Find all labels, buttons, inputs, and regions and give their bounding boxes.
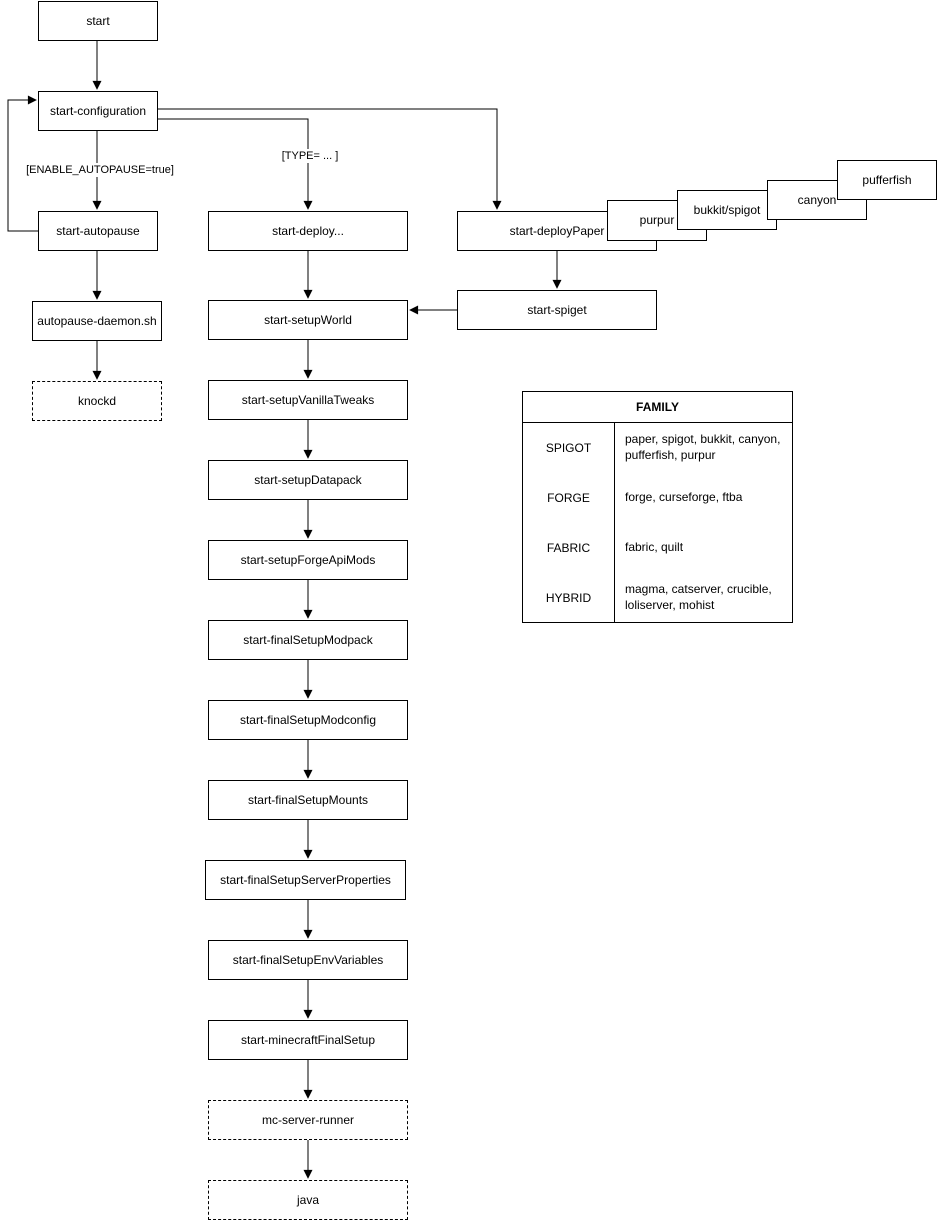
node-autopause-daemon-sh: autopause-daemon.sh [32,301,162,341]
family-members: paper, spigot, bukkit, canyon, pufferfis… [614,423,792,473]
edge-label-enable-autopause: [ENABLE_AUTOPAUSE=true] [20,163,180,177]
family-name: SPIGOT [545,441,592,455]
family-members: fabric, quilt [614,523,792,573]
node-start-setupvanillatweaks: start-setupVanillaTweaks [208,380,408,420]
node-start-autopause: start-autopause [38,211,158,251]
family-members: magma, catserver, crucible, loliserver, … [614,573,792,623]
node-pufferfish: pufferfish [837,160,937,200]
node-start-setupforgeapimods: start-setupForgeApiMods [208,540,408,580]
edge-autopause-loop-to-configuration [7,95,38,232]
node-start-finalsetupenvvariables: start-finalSetupEnvVariables [208,940,408,980]
family-name: FORGE [547,491,590,505]
family-table-row-hybrid: HYBRID magma, catserver, crucible, lolis… [523,573,792,623]
node-start-deploy: start-deploy... [208,211,408,251]
node-start-finalsetupserverproperties: start-finalSetupServerProperties [205,860,406,900]
family-members: forge, curseforge, ftba [614,473,792,523]
node-start-finalsetupmodconfig: start-finalSetupModconfig [208,700,408,740]
family-name: HYBRID [545,591,592,605]
node-start-configuration: start-configuration [38,91,158,131]
node-canyon: canyon [767,180,867,220]
node-knockd: knockd [32,381,162,421]
node-start-setupworld: start-setupWorld [208,300,408,340]
family-table-row-forge: FORGE forge, curseforge, ftba [523,473,792,523]
family-table-row-fabric: FABRIC fabric, quilt [523,523,792,573]
node-start-spiget: start-spiget [457,290,657,330]
family-name: FABRIC [546,541,591,555]
node-start-setupdatapack: start-setupDatapack [208,460,408,500]
node-start-minecraftfinalsetup: start-minecraftFinalSetup [208,1020,408,1060]
edge-configuration-to-deploy [158,118,313,210]
edge-label-type: [TYPE= ... ] [268,149,352,163]
node-mc-server-runner: mc-server-runner [208,1100,408,1140]
node-bukkit-spigot: bukkit/spigot [677,190,777,230]
family-table-row-spigot: SPIGOT paper, spigot, bukkit, canyon, pu… [523,423,792,473]
node-start-finalsetupmodpack: start-finalSetupModpack [208,620,408,660]
family-table: FAMILY SPIGOT paper, spigot, bukkit, can… [522,391,793,623]
edge-configuration-to-deploypaper [158,108,502,210]
node-start-finalsetupmounts: start-finalSetupMounts [208,780,408,820]
node-java: java [208,1180,408,1220]
node-start: start [38,1,158,41]
family-table-title: FAMILY [523,392,792,423]
